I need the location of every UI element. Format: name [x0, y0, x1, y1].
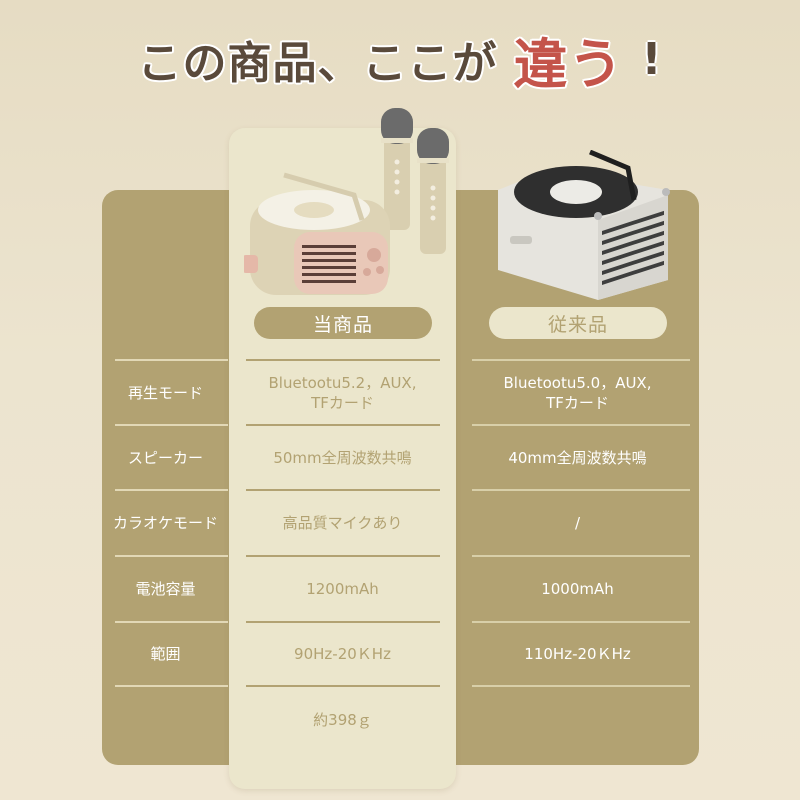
cell-theirs-karaoke-mode: /	[574, 514, 581, 532]
row-label-karaoke-mode: カラオケモード	[112, 514, 218, 532]
row-divider	[115, 555, 228, 557]
cell-ours-playback-mode: Bluetootu5.2，AUX, TFカード	[268, 373, 417, 412]
row-divider	[115, 424, 228, 426]
cell-ours-speaker: 50mm全周波数共鳴	[273, 448, 412, 467]
cell-theirs-speaker: 40mm全周波数共鳴	[508, 448, 647, 467]
row-divider	[472, 489, 690, 491]
row-divider	[472, 359, 690, 361]
headline: この商品、ここが 違う !	[0, 24, 800, 96]
row-label-battery-capacity: 電池容量	[135, 580, 196, 598]
cell-ours-frequency-range: 90Hz-20ＫHz	[294, 645, 391, 663]
cell-ours-weight: 約398ｇ	[313, 711, 372, 729]
headline-prefix: この商品、ここが	[137, 38, 498, 89]
row-label-weight	[102, 687, 229, 753]
row-divider	[472, 685, 690, 687]
cell-theirs-playback-mode: Bluetootu5.0，AUX, TFカード	[503, 373, 652, 412]
row-divider	[115, 359, 228, 361]
row-divider	[246, 621, 440, 623]
cell-theirs-frequency-range: 110Hz-20ＫHz	[524, 645, 631, 663]
row-divider	[115, 685, 228, 687]
headline-accent: 違う	[513, 32, 624, 96]
cell-theirs-weight	[456, 687, 699, 753]
row-divider	[246, 359, 440, 361]
product-image-ours	[244, 108, 449, 295]
row-divider	[472, 424, 690, 426]
row-divider	[472, 555, 690, 557]
speaker-icon	[244, 172, 390, 295]
microphone-icon	[381, 108, 413, 230]
row-divider	[246, 489, 440, 491]
headline-suffix: !	[641, 33, 663, 85]
row-divider	[472, 621, 690, 623]
row-divider	[115, 489, 228, 491]
column-header-theirs: 従来品	[489, 307, 667, 339]
product-image-theirs	[498, 150, 670, 300]
row-label-playback-mode: 再生モード	[127, 383, 203, 402]
cell-ours-battery-capacity: 1200mAh	[306, 580, 379, 598]
column-header-ours: 当商品	[254, 307, 432, 339]
cell-ours-karaoke-mode: 高品質マイクあり	[282, 514, 403, 532]
microphone-icon	[417, 128, 449, 254]
row-divider	[246, 424, 440, 426]
row-label-speaker: スピーカー	[127, 448, 203, 467]
row-divider	[246, 555, 440, 557]
row-divider	[115, 621, 228, 623]
cell-theirs-battery-capacity: 1000mAh	[541, 580, 614, 598]
turntable-speaker-icon	[498, 150, 670, 300]
row-label-frequency-range: 範囲	[150, 645, 181, 663]
row-divider	[246, 685, 440, 687]
